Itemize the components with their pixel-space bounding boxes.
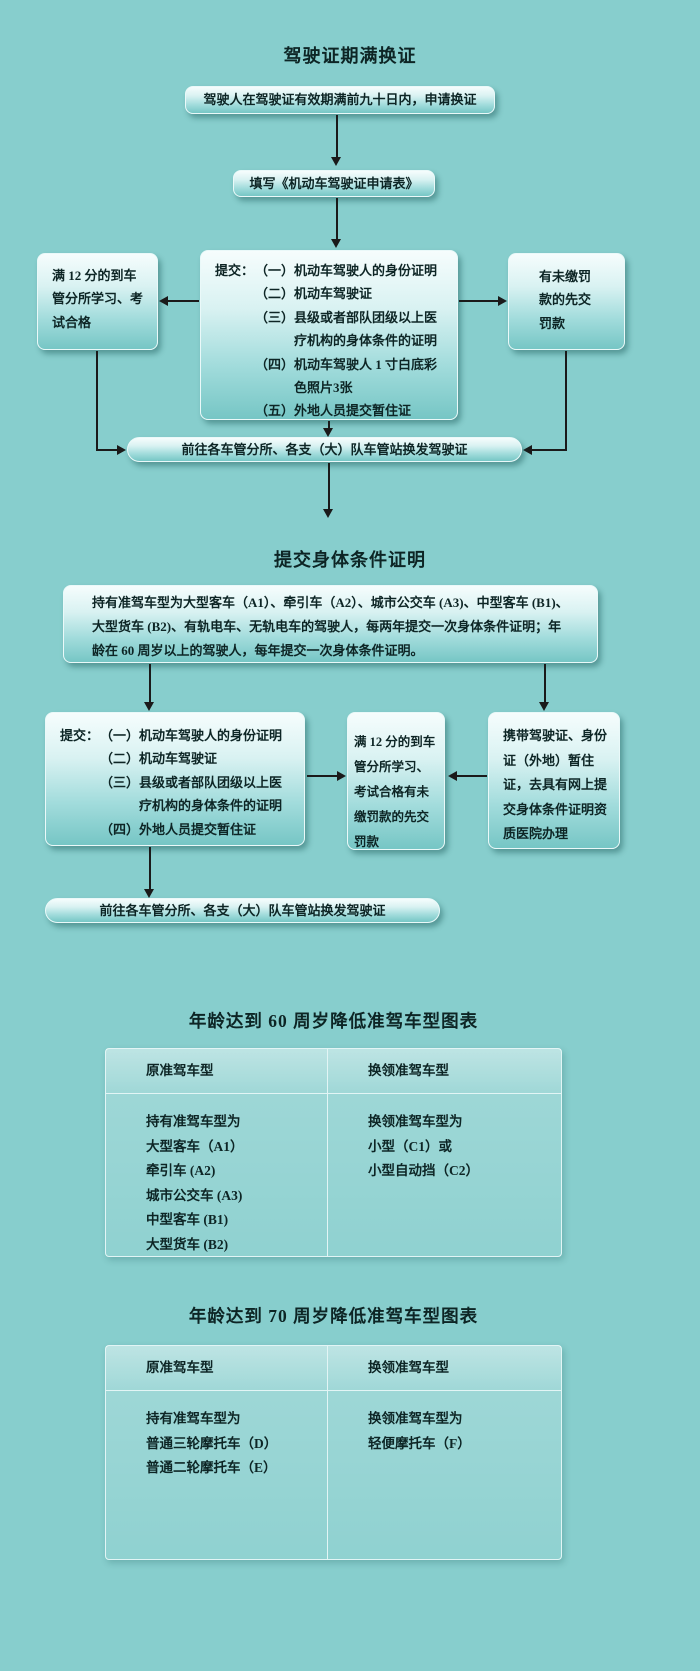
text-line: 持有准驾车型为 [146, 1114, 241, 1129]
table70-header-row: 原准驾车型 换领准驾车型 [106, 1346, 561, 1391]
renew-station-bar-1: 前往各车管分所、各支（大）队车管站换发驾驶证 [127, 437, 522, 462]
submit-label: 提交： [215, 263, 255, 278]
arrow-submit2-to-middle-head [337, 771, 346, 781]
text-line: （一）机动车驾驶人的身份证明 [100, 728, 283, 743]
arrow-submit-to-fines-shaft [459, 300, 499, 302]
elbow-fines-head [523, 445, 532, 455]
submit-documents-box: 提交： （一）机动车驾驶人的身份证明 （二）机动车驾驶证 （三）县级或者部队团级以上… [200, 250, 458, 420]
text-line: 大型货车 (B2) [146, 1236, 229, 1252]
text-line: （五）外地人员提交暂住证 [255, 403, 412, 419]
arrow-intro-to-submit2-shaft [149, 664, 151, 703]
arrow-intro-to-online-head [539, 702, 549, 711]
table70-body-row: 持有准驾车型为普通三轮摩托车（D） 普通二轮摩托车（E） 换领准驾车型为轻便摩托车… [106, 1391, 561, 1559]
flow1-title: 驾驶证期满换证 [283, 46, 417, 66]
table70-cell-renew: 换领准驾车型为轻便摩托车（F） [328, 1391, 561, 1559]
text-line: 轻便摩托车（F） [368, 1435, 471, 1451]
table70-title: 年龄达到 70 周岁降低准驾车型图表 [188, 1306, 479, 1326]
text-line: （一）机动车驾驶人的身份证明 [255, 263, 438, 278]
arrow-online-to-middle-shaft [456, 775, 487, 777]
table60-body-row: 持有准驾车型为大型客车（A1） 牵引车 (A2) 城市公交车 (A3) 中型客车 (B… [106, 1094, 561, 1257]
renew-station-bar-2: 前往各车管分所、各支（大）队车管站换发驾驶证 [45, 898, 440, 923]
table60-cell-original: 持有准驾车型为大型客车（A1） 牵引车 (A2) 城市公交车 (A3) 中型客车 (B… [106, 1094, 328, 1257]
arrow-submit2-to-middle-shaft [307, 775, 338, 777]
table70-header-original: 原准驾车型 [106, 1346, 328, 1390]
table60-header-renew: 换领准驾车型 [368, 1063, 449, 1078]
elbow-points-head [117, 445, 126, 455]
arrow-submit-to-points-head [159, 296, 168, 306]
text-line: （二）机动车驾驶证 [100, 751, 218, 767]
text-line: 城市公交车 (A3) [146, 1187, 243, 1203]
arrow-submit-to-points-shaft [167, 300, 199, 302]
arrow-renew-to-section2-shaft [328, 463, 330, 510]
table-age60: 原准驾车型 换领准驾车型 持有准驾车型为大型客车（A1） 牵引车 (A2) 城市公交… [105, 1048, 562, 1257]
text-line: 中型客车 (B1) [146, 1212, 229, 1227]
table-age70: 原准驾车型 换领准驾车型 持有准驾车型为普通三轮摩托车（D） 普通二轮摩托车（E）… [105, 1345, 562, 1560]
elbow-fines-across-shaft [531, 449, 566, 451]
arrow-apply-to-fill-head [331, 157, 341, 166]
table60-cell-renew: 换领准驾车型为小型（C1）或小型自动挡（C2） [328, 1094, 561, 1257]
arrow-submit-to-renew-head [323, 428, 333, 437]
text-line: 小型自动挡（C2） [368, 1163, 479, 1178]
text-line: 换领准驾车型为 [368, 1114, 463, 1129]
fill-form-box: 填写《机动车驾驶证申请表》 [233, 170, 435, 197]
elbow-points-across-shaft [96, 449, 118, 451]
text-line: 普通三轮摩托车（D） [146, 1435, 278, 1451]
text-line: （二）机动车驾驶证 [255, 286, 373, 302]
arrow-submit-to-fines-head [498, 296, 507, 306]
text-line: 持有准驾车型为 [146, 1411, 241, 1426]
flow2-title: 提交身体条件证明 [274, 550, 426, 570]
unpaid-fines-box: 有未缴罚款的先交罚款 [508, 253, 625, 350]
physical-cert-intro-box: 持有准驾车型为大型客车（A1）、牵引车（A2）、城市公交车 (A3)、中型客车 … [63, 585, 598, 663]
text-line: 大型客车（A1） [146, 1138, 244, 1154]
text-line: （四）外地人员提交暂住证 [100, 821, 257, 837]
online-hospital-box: 携带驾驶证、身份证（外地）暂住证，去具有网上提交身体条件证明资质医院办理 [488, 712, 620, 849]
arrow-online-to-middle-head [448, 771, 457, 781]
submit-items-list: （一）机动车驾驶人的身份证明 （二）机动车驾驶证 （三）县级或者部队团级以上医疗机构… [255, 259, 447, 419]
submit-documents-box-2: 提交： （一）机动车驾驶人的身份证明 （二）机动车驾驶证 （三）县级或者部队团级以上… [45, 712, 305, 846]
arrow-submit2-to-renew2-shaft [149, 847, 151, 890]
table60-header-row: 原准驾车型 换领准驾车型 [106, 1049, 561, 1094]
elbow-fines-down-shaft [565, 351, 567, 451]
text-line: （三）县级或者部队团级以上医疗机构的身体条件的证明 [255, 309, 438, 349]
arrow-submit2-to-renew2-head [144, 889, 154, 898]
arrow-renew-to-section2-head [323, 509, 333, 518]
arrow-fill-to-submit-shaft [336, 198, 338, 240]
twelve-points-box: 满 12 分的到车管分所学习、考试合格 [37, 253, 158, 350]
table70-header-renew: 换领准驾车型 [368, 1360, 449, 1375]
text-line: 普通二轮摩托车（E） [146, 1460, 277, 1475]
arrow-intro-to-online-shaft [544, 664, 546, 703]
submit-label-2: 提交： [60, 728, 100, 743]
points-and-fines-box: 满 12 分的到车管分所学习、考试合格有未缴罚款的先交罚款 [347, 712, 445, 850]
text-line: （四）机动车驾驶人 1 寸白底彩色照片3张 [255, 356, 438, 395]
apply-step-box: 驾驶人在驾驶证有效期满前九十日内，申请换证 [185, 86, 495, 114]
arrow-fill-to-submit-head [331, 239, 341, 248]
text-line: 小型（C1）或 [368, 1138, 452, 1154]
table70-cell-original: 持有准驾车型为普通三轮摩托车（D） 普通二轮摩托车（E） [106, 1391, 328, 1559]
arrow-submit-to-renew-shaft [328, 421, 330, 429]
elbow-points-down-shaft [96, 351, 98, 451]
text-line: （三）县级或者部队团级以上医疗机构的身体条件的证明 [100, 774, 283, 814]
arrow-intro-to-submit2-head [144, 702, 154, 711]
table60-title: 年龄达到 60 周岁降低准驾车型图表 [188, 1011, 479, 1031]
arrow-apply-to-fill-shaft [336, 115, 338, 158]
submit-items-list-2: （一）机动车驾驶人的身份证明 （二）机动车驾驶证 （三）县级或者部队团级以上医疗机构… [100, 724, 292, 845]
table60-header-original: 原准驾车型 [106, 1049, 328, 1093]
text-line: 换领准驾车型为 [368, 1411, 463, 1426]
text-line: 牵引车 (A2) [146, 1163, 216, 1178]
